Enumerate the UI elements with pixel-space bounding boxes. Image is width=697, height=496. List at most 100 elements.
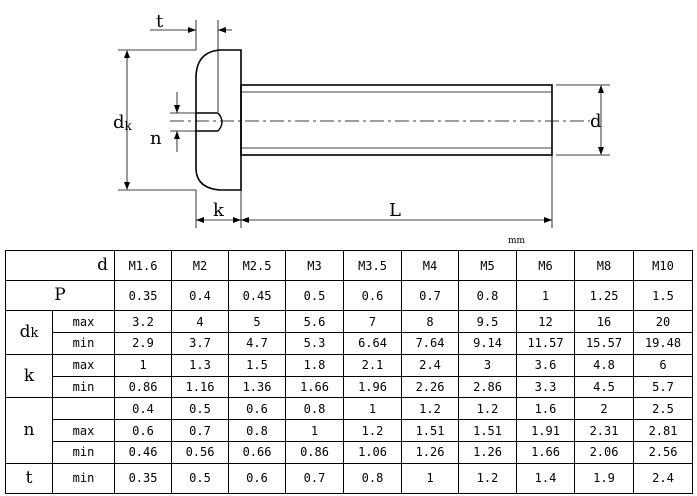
size-header: M10: [633, 249, 694, 282]
value-cell: 3.2: [114, 310, 173, 334]
value-cell: 0.5: [171, 462, 230, 495]
value-cell: 3: [458, 353, 518, 377]
value-cell: 0.6: [228, 462, 287, 495]
value-cell: 0.6: [343, 280, 403, 312]
value-cell: 1.4: [516, 462, 576, 495]
value-cell: 2: [574, 397, 635, 421]
size-header: M8: [574, 249, 635, 282]
value-cell: 7: [343, 310, 403, 334]
value-cell: 1.91: [516, 419, 576, 442]
sub-label: min: [51, 441, 116, 464]
value-cell: 0.35: [114, 462, 173, 495]
value-cell: 0.8: [343, 462, 403, 495]
param-label: P: [4, 280, 116, 312]
value-cell: 1.2: [343, 419, 403, 442]
value-cell: 9.5: [458, 310, 518, 334]
value-cell: 2.31: [574, 419, 635, 442]
header-d-label: d: [4, 249, 116, 282]
value-cell: 0.86: [285, 441, 345, 464]
param-label: t: [5, 462, 53, 495]
value-cell: 0.7: [171, 419, 230, 442]
value-cell: 2.86: [458, 375, 518, 399]
value-cell: 1.66: [285, 375, 345, 399]
sub-label: min: [51, 462, 116, 495]
value-cell: 1.51: [401, 419, 460, 442]
L-label: L: [389, 200, 401, 221]
value-cell: 1: [516, 280, 576, 312]
value-cell: 5.3: [285, 332, 345, 355]
value-cell: 3.3: [516, 375, 576, 399]
value-cell: 0.45: [228, 280, 287, 312]
value-cell: 0.56: [171, 441, 230, 464]
value-cell: 1.5: [633, 280, 694, 312]
size-header: M3: [285, 249, 345, 282]
value-cell: 3.6: [516, 353, 576, 377]
value-cell: 2.81: [633, 419, 694, 442]
value-cell: 6.64: [343, 332, 403, 355]
value-cell: 2.06: [574, 441, 635, 464]
size-header: M2: [171, 249, 230, 282]
value-cell: 1: [285, 419, 345, 442]
size-header: M4: [401, 249, 460, 282]
value-cell: 2.1: [343, 353, 403, 377]
screw-drawing: t dk n d k L: [113, 11, 610, 228]
value-cell: 1.25: [574, 280, 635, 312]
value-cell: 0.35: [114, 280, 173, 312]
value-cell: 1.6: [516, 397, 576, 421]
value-cell: 1.06: [343, 441, 403, 464]
value-cell: 2.4: [401, 353, 460, 377]
value-cell: 12: [516, 310, 576, 334]
value-cell: 1.51: [458, 419, 518, 442]
value-cell: 1.66: [516, 441, 576, 464]
value-cell: 0.6: [228, 397, 287, 421]
sub-label: [51, 397, 116, 421]
value-cell: 20: [633, 310, 694, 334]
sub-label: max: [51, 310, 116, 334]
value-cell: 5.7: [633, 375, 694, 399]
value-cell: 1.2: [401, 397, 460, 421]
value-cell: 1.5: [228, 353, 287, 377]
value-cell: 1.36: [228, 375, 287, 399]
value-cell: 15.57: [574, 332, 635, 355]
param-label: k: [5, 353, 53, 399]
dk-label: dk: [113, 112, 133, 133]
value-cell: 0.8: [285, 397, 345, 421]
k-label: k: [213, 200, 225, 221]
value-cell: 1: [401, 462, 460, 495]
sub-label: min: [51, 375, 116, 399]
value-cell: 19.48: [633, 332, 694, 355]
value-cell: 9.14: [458, 332, 518, 355]
t-label: t: [156, 11, 164, 32]
value-cell: 1: [114, 353, 173, 377]
size-header: M6: [516, 249, 576, 282]
value-cell: 0.5: [171, 397, 230, 421]
value-cell: 6: [633, 353, 694, 377]
size-header: M2.5: [228, 249, 287, 282]
param-label: n: [5, 397, 53, 464]
value-cell: 0.66: [228, 441, 287, 464]
value-cell: 16: [574, 310, 635, 334]
value-cell: 4.5: [574, 375, 635, 399]
value-cell: 0.5: [285, 280, 345, 312]
value-cell: 0.7: [401, 280, 460, 312]
value-cell: 1.8: [285, 353, 345, 377]
value-cell: 0.6: [114, 419, 173, 442]
value-cell: 1: [343, 397, 403, 421]
value-cell: 0.4: [114, 397, 173, 421]
param-label: dk: [5, 310, 53, 355]
value-cell: 5.6: [285, 310, 345, 334]
screw-head-outline: [195, 49, 242, 191]
value-cell: 2.9: [114, 332, 173, 355]
value-cell: 1.96: [343, 375, 403, 399]
screw-shank: [240, 84, 553, 156]
value-cell: 2.26: [401, 375, 460, 399]
size-header: M1.6: [114, 249, 173, 282]
value-cell: 1.16: [171, 375, 230, 399]
